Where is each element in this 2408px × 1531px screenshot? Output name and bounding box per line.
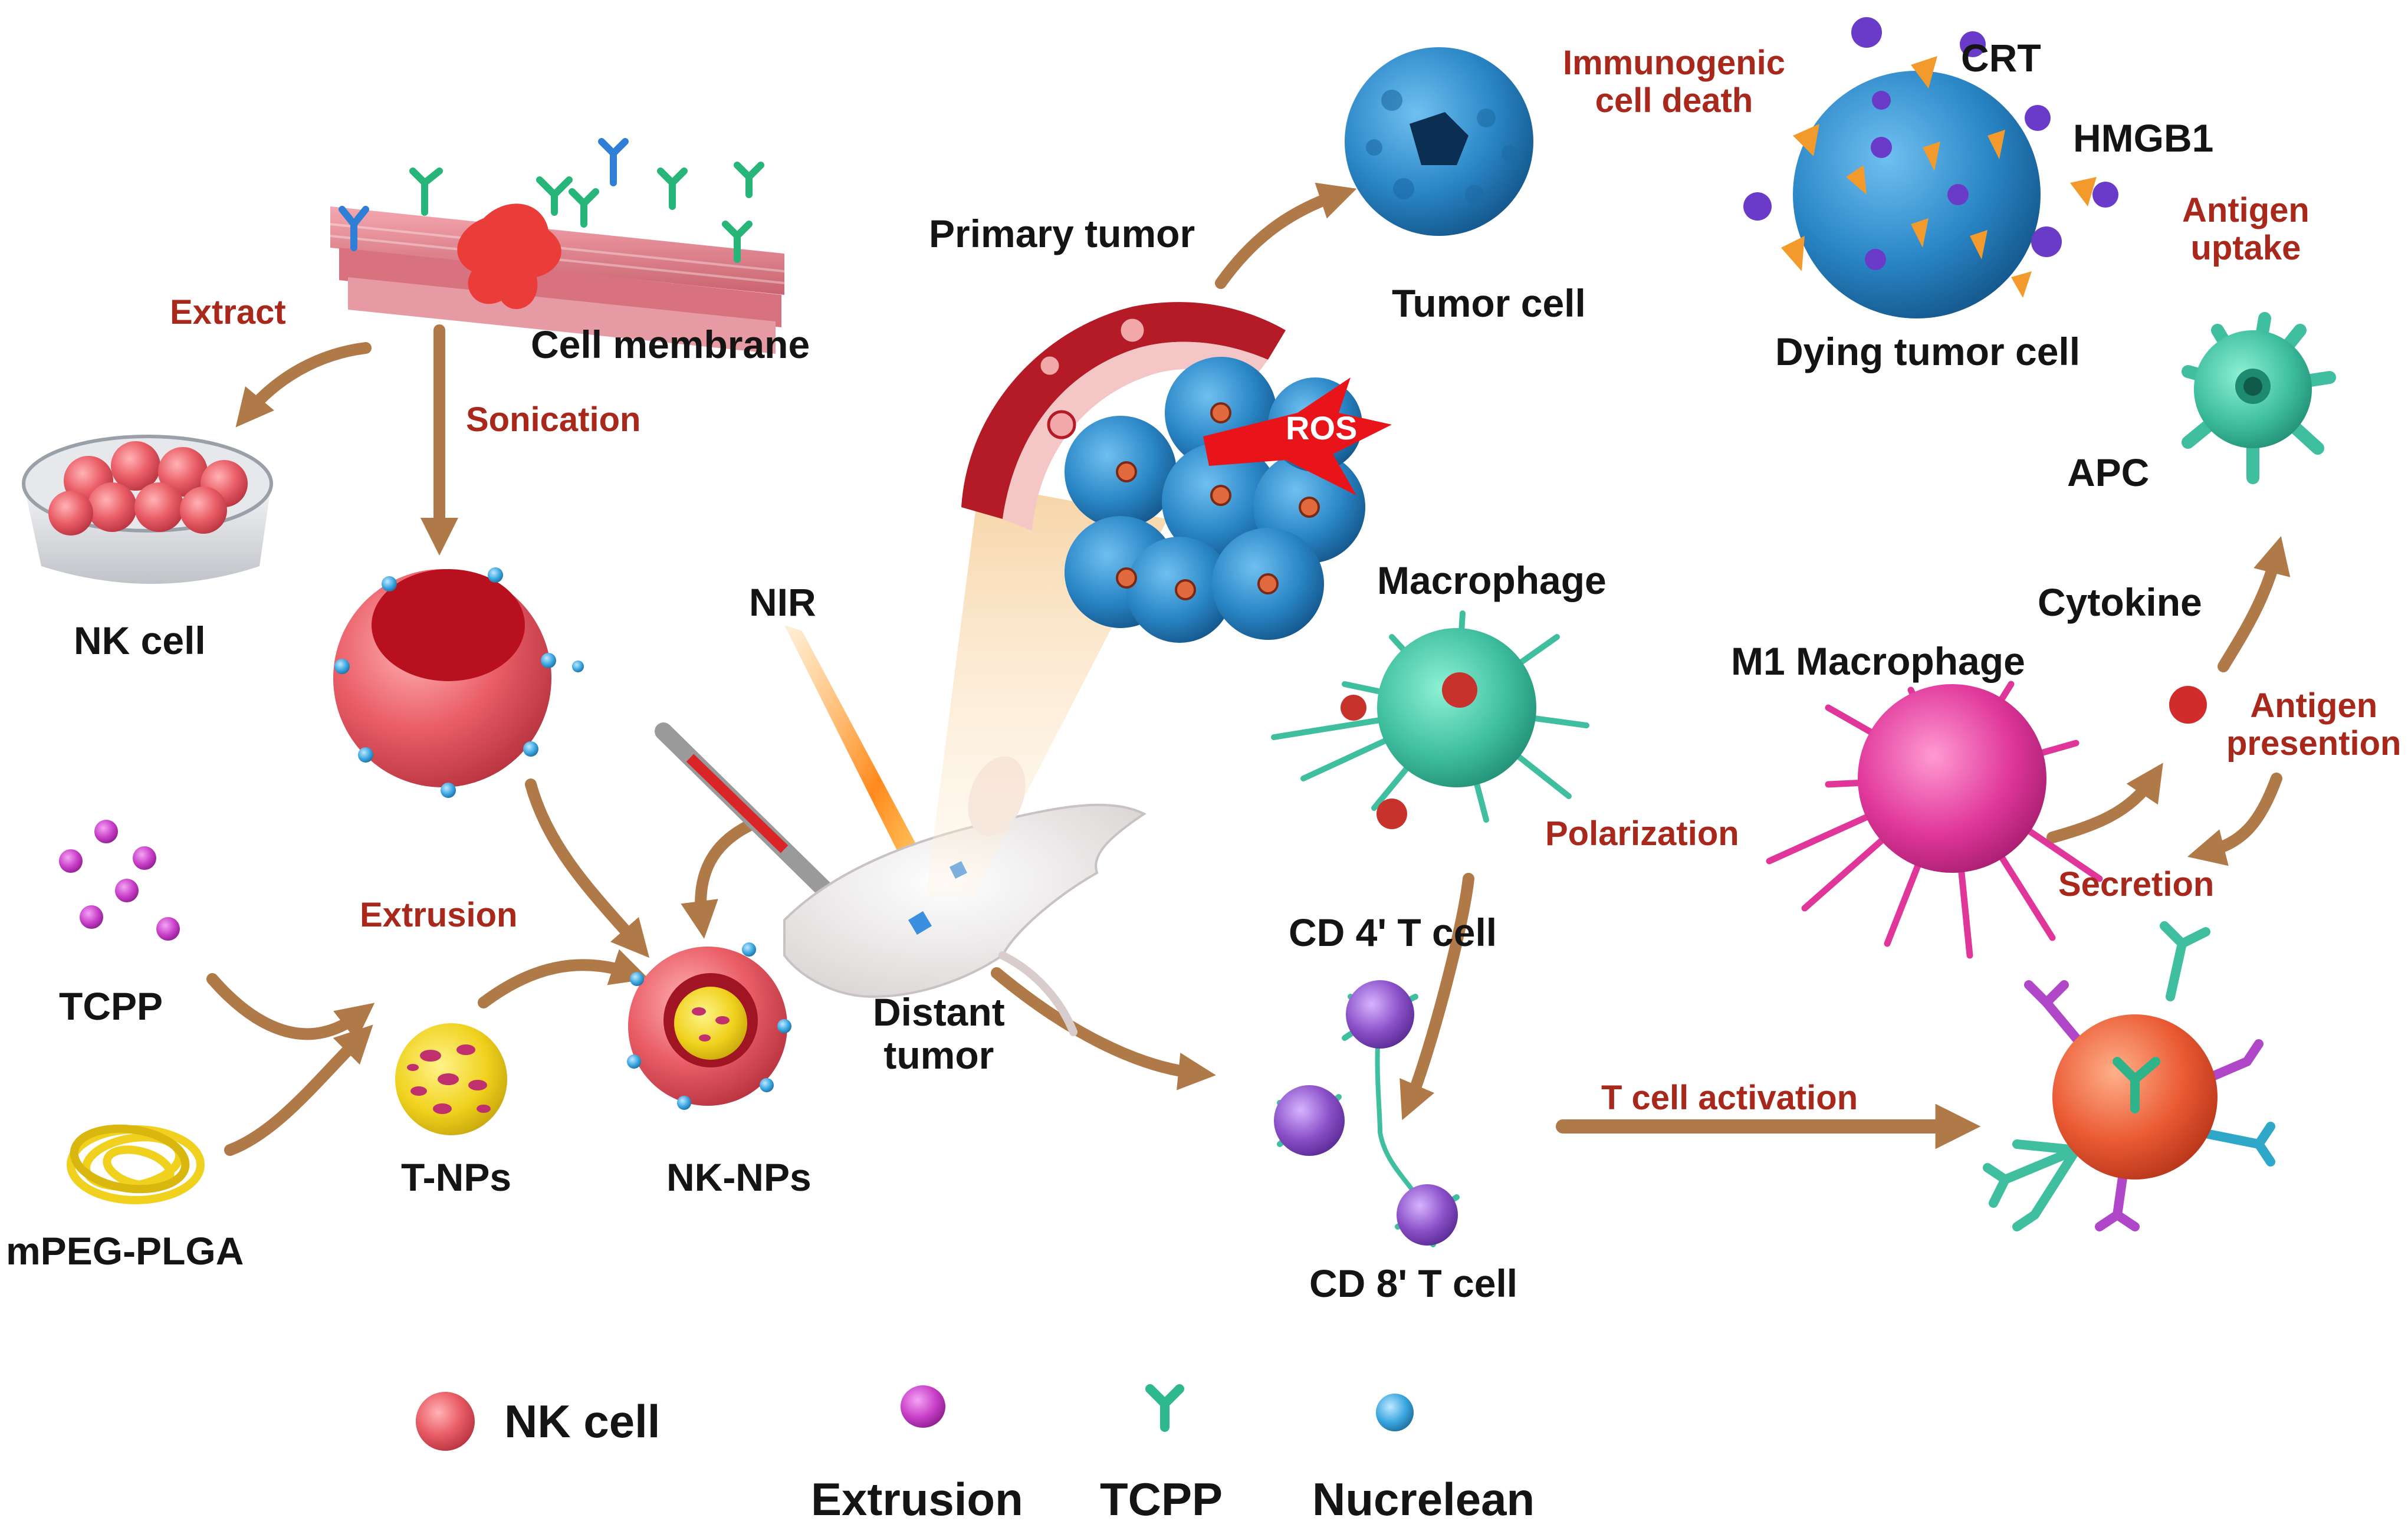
injection-arrow [681, 820, 755, 939]
nk-nps-particle [627, 942, 791, 1110]
ros-burst [1203, 377, 1392, 495]
membrane-receptors [339, 138, 764, 263]
mpeg-plga-label: mPEG-PLGA [6, 1229, 244, 1273]
legend-tcpp-label: TCPP [1100, 1473, 1223, 1525]
membrane-protein [457, 203, 561, 310]
apc-label: APC [2067, 451, 2150, 494]
t-nps-particle [395, 1023, 507, 1135]
process-arrows [206, 182, 2291, 1156]
tcpp-label: TCPP [59, 984, 163, 1028]
macrophage-cell [1271, 610, 1589, 829]
legend-nk-cell-swatch [416, 1392, 475, 1451]
cell-membrane-label: Cell membrane [531, 323, 810, 366]
cytokine-label: Cytokine [2038, 580, 2202, 624]
plga-to-tnps-arrow [224, 1024, 373, 1156]
mpeg-plga-coil [67, 1124, 205, 1204]
cd8-t-cell-label: CD 8' T cell [1309, 1261, 1518, 1305]
legend-nucrelean-swatch [1376, 1394, 1414, 1431]
secretion-arrow [2187, 773, 2282, 866]
sonication-label: Sonication [466, 400, 641, 439]
antigen-to-apc-arrow [2218, 535, 2291, 672]
nk-cell-culture-dish [22, 435, 273, 584]
antigen-presention-label: Antigen presention [2226, 686, 2402, 763]
legend-tcpp-swatch [1145, 1384, 1184, 1432]
polarization-label: Polarization [1545, 814, 1739, 853]
hmgb1-markers [1743, 17, 2118, 270]
primary-tumor-label: Primary tumor [929, 212, 1195, 255]
cd4-t-cell [1346, 980, 1414, 1049]
tumor-cell-label: Tumor cell [1392, 281, 1586, 325]
legend-extrusion-label: Extrusion [811, 1473, 1023, 1525]
cd4-t-cell-label: CD 4' T cell [1289, 911, 1497, 954]
cd8-t-cell-2 [1397, 1184, 1458, 1246]
crt-label: CRT [1961, 36, 2041, 80]
t-cell-chain [1274, 980, 1460, 1247]
distant-tumor-label: Distant tumor [873, 990, 1005, 1077]
crt-markers [1781, 56, 2097, 298]
immunogenic-cell-death-label: Immunogenic cell death [1563, 44, 1786, 120]
t-cell-activation-label: T cell activation [1601, 1079, 1858, 1117]
nir-laser-beam [784, 625, 938, 891]
cd8-t-cell [1274, 1085, 1345, 1156]
extrusion-label: Extrusion [360, 896, 518, 934]
membrane-vesicle [333, 567, 584, 798]
nk-cell-label: NK cell [74, 619, 206, 662]
extract-label: Extract [170, 293, 286, 331]
tnps-to-nknps-arrow [478, 949, 649, 1008]
cytokine-particle [2169, 686, 2207, 724]
hmgb1-label: HMGB1 [2073, 116, 2214, 160]
nir-label: NIR [749, 580, 816, 624]
tumor-cell [1345, 47, 1533, 236]
m1-macrophage-label: M1 Macrophage [1731, 639, 2025, 683]
extract-arrow [235, 342, 372, 428]
nk-nps-label: NK-NPs [666, 1155, 812, 1199]
m1-macrophage-cell [1766, 681, 2103, 959]
dying-tumor-cell-label: Dying tumor cell [1775, 330, 2081, 373]
tcpp-molecules [59, 820, 180, 941]
sonicated-to-nknps-arrow [525, 778, 650, 958]
antigen-uptake-label: Antigen uptake [2182, 191, 2310, 267]
mouse-to-immune-arrow [991, 967, 1216, 1090]
macrophage-label: Macrophage [1377, 558, 1607, 602]
primary-tumor-zoom [961, 302, 1392, 643]
activated-t-cell [1983, 921, 2275, 1231]
tcpp-to-tnps-arrow [206, 973, 375, 1041]
secretion-label: Secretion [2058, 865, 2215, 904]
ros-label: ROS [1286, 409, 1358, 446]
legend-nk-cell-label: NK cell [504, 1395, 661, 1447]
cd4-to-cd8-arrow [1400, 873, 1474, 1121]
primary-to-tumor-cell-arrow [1215, 182, 1357, 289]
legend-nucrelean-label: Nucrelean [1312, 1473, 1535, 1525]
engulfed-particles [1341, 672, 1477, 829]
nk-cells-in-dish [48, 441, 248, 535]
legend-swatches [416, 1384, 1414, 1451]
t-nps-label: T-NPs [401, 1155, 512, 1199]
apc-cell [2182, 312, 2336, 484]
dying-tumor-cell [1743, 17, 2118, 318]
cell-membrane-illustration [330, 138, 785, 354]
m1-to-antigen-arrow [2046, 763, 2163, 843]
legend-extrusion-swatch [901, 1385, 945, 1428]
